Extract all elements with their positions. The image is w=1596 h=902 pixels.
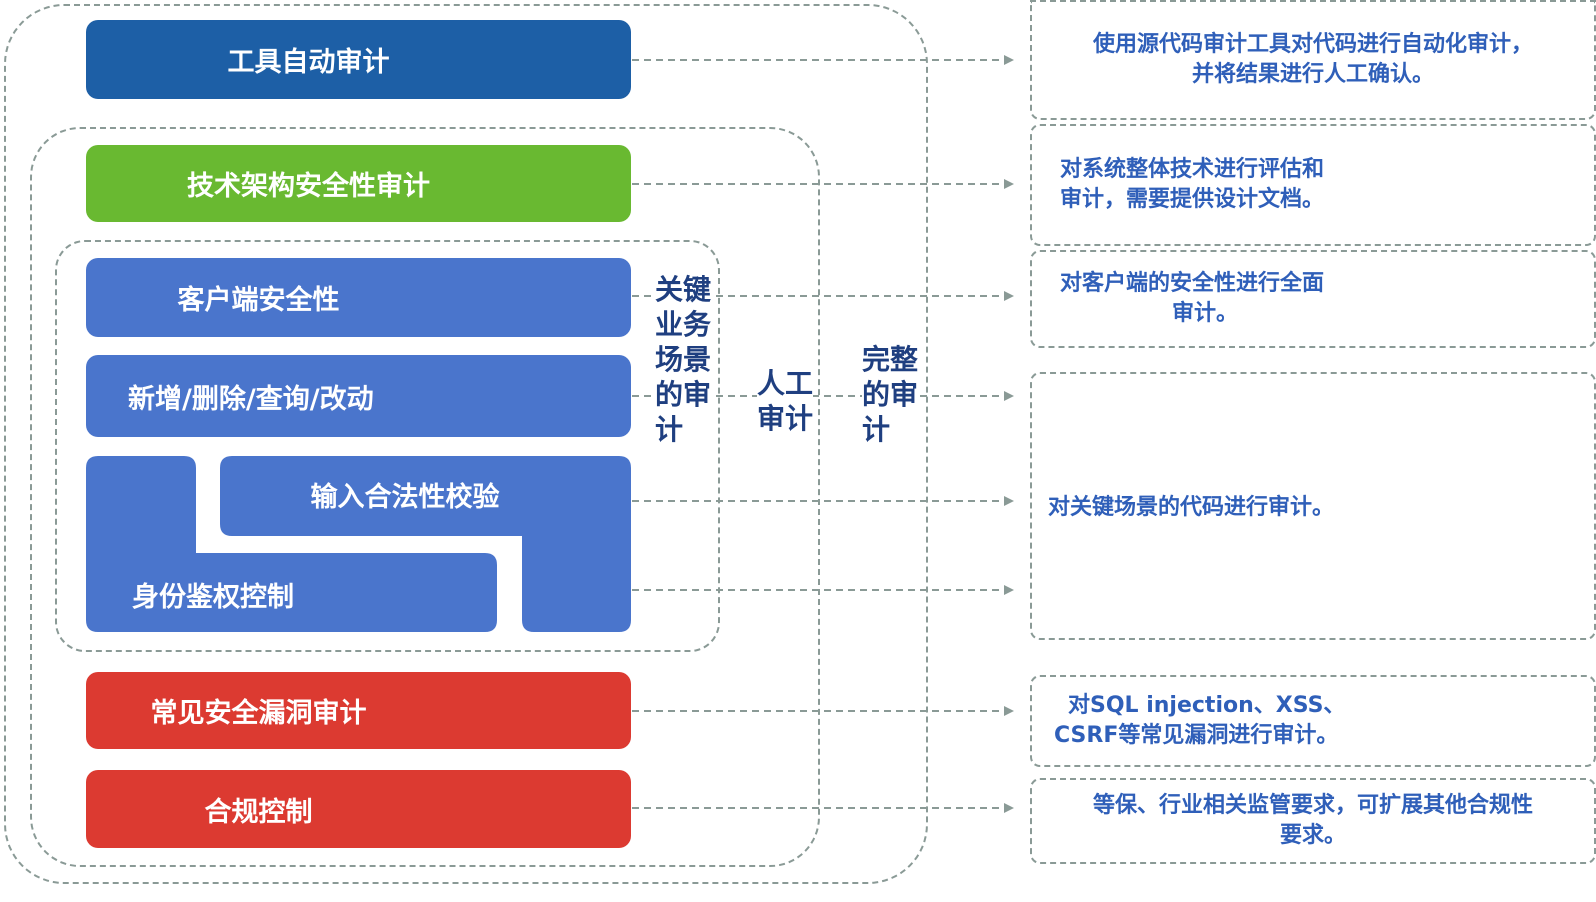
input-validation-label: 输入合法性校验: [310, 481, 500, 513]
compliance-box: 合规控制: [86, 770, 631, 848]
auth-control-shape: [86, 456, 497, 632]
key-scenario-frame: [55, 240, 720, 652]
vuln-audit-label: 常见安全漏洞审计: [150, 698, 367, 729]
compliance-label: 合规控制: [204, 796, 313, 828]
tool-audit-box: 工具自动审计: [86, 20, 631, 99]
desc-compliance: 等保、行业相关监管要求，可扩展其他合规性 要求。: [1030, 778, 1596, 864]
arch-audit-label: 技术架构安全性审计: [187, 171, 430, 202]
crud-label: 新增/删除/查询/改动: [128, 383, 374, 415]
client-security-label: 客户端安全性: [177, 285, 340, 316]
manual-audit-frame: [30, 127, 820, 867]
arch-audit-box: 技术架构安全性审计: [86, 145, 631, 222]
desc-key: 对关键场景的代码进行审计。: [1030, 372, 1596, 640]
desc-arch: 对系统整体技术进行评估和 审计，需要提供设计文档。: [1030, 124, 1596, 246]
input-validation-shape: [220, 456, 631, 632]
vuln-audit-box: 常见安全漏洞审计: [86, 672, 631, 749]
tool-audit-label: 工具自动审计: [227, 47, 390, 78]
desc-tool: 使用源代码审计工具对代码进行自动化审计， 并将结果进行人工确认。: [1030, 0, 1596, 120]
input-validation-label-wrap: 输入合法性校验: [220, 456, 590, 532]
key-scenario-label: 关键 业务 场景 的审 计: [655, 272, 712, 447]
desc-vuln: 对SQL injection、XSS、 CSRF等常见漏洞进行审计。: [1030, 675, 1596, 767]
full-audit-frame: [4, 4, 928, 884]
client-security-box: 客户端安全性: [86, 258, 631, 337]
auth-control-label-wrap: 身份鉴权控制: [86, 556, 486, 632]
auth-control-label: 身份鉴权控制: [132, 581, 294, 613]
desc-client: 对客户端的安全性进行全面 审计。: [1030, 250, 1596, 348]
crud-box: 新增/删除/查询/改动: [86, 355, 631, 437]
manual-audit-label: 人工 审计: [757, 366, 814, 436]
full-audit-label: 完整 的审 计: [862, 342, 919, 447]
